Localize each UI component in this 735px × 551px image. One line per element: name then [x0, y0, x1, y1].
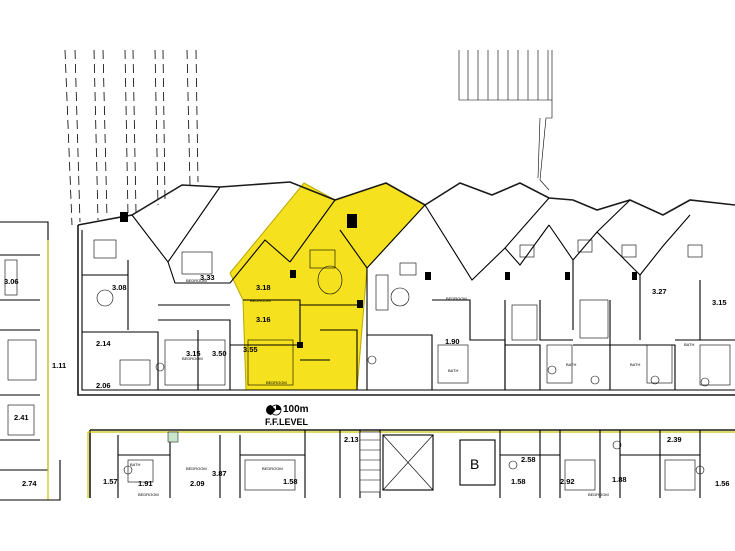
- room-label: BATH: [684, 342, 694, 347]
- lower-block: [87, 429, 735, 498]
- room-label: BEDROOM: [182, 356, 203, 361]
- dim-label: 3.16: [256, 315, 271, 324]
- room-label: BEDROOM: [588, 492, 609, 497]
- level-marker: 100m F.F.LEVEL: [265, 404, 309, 427]
- dim-label: 1.56: [715, 479, 730, 488]
- dim-label: 2.58: [521, 455, 536, 464]
- dim-label: 3.27: [652, 287, 667, 296]
- dim-label: 2.09: [190, 479, 205, 488]
- bed-icon: [164, 339, 226, 386]
- dim-label: 3.15: [712, 298, 727, 307]
- level-name: F.F.LEVEL: [265, 417, 309, 427]
- level-elevation: 100m: [283, 404, 309, 415]
- room-label: BEDROOM: [266, 380, 287, 385]
- dimension-labels-upper: 3.06 3.33 3.08 3.18 3.16 3.55 2.14 3.15 …: [4, 273, 727, 422]
- dim-label: 2.74: [22, 479, 37, 488]
- dim-label: 2.13: [344, 435, 359, 444]
- bed-icon-2: [247, 339, 294, 386]
- stair-core: [382, 434, 434, 491]
- table-icon: [96, 289, 114, 307]
- core-b-box: [459, 439, 496, 486]
- driveway-dashed-lines: [64, 49, 199, 226]
- room-label: BEDROOM: [250, 298, 271, 303]
- room-labels-upper: BEDROOM BEDROOM BEDROOM BEDROOM BEDROOM …: [182, 278, 694, 385]
- upper-interior-walls: [82, 260, 735, 390]
- dim-label: 2.06: [96, 381, 111, 390]
- room-label: BATH: [630, 362, 640, 367]
- dim-label: 2.39: [667, 435, 682, 444]
- room-label: BEDROOM: [262, 466, 283, 471]
- dim-label: 2.92: [560, 477, 575, 486]
- dim-label: 1.58: [511, 477, 526, 486]
- furniture: [93, 212, 731, 387]
- dim-label: 2.14: [96, 339, 111, 348]
- dim-label: 3.50: [212, 349, 227, 358]
- dim-label: 3.18: [256, 283, 271, 292]
- dim-label: 3.06: [4, 277, 19, 286]
- armchair-icon: [93, 239, 117, 259]
- column-marker-2: [120, 212, 128, 222]
- room-label: BATH: [566, 362, 576, 367]
- dim-label: 1.91: [138, 479, 153, 488]
- room-label: BEDROOM: [138, 492, 159, 497]
- dim-label: 1.11: [52, 361, 66, 370]
- room-label: BEDROOM: [186, 278, 207, 283]
- dim-label: 1.57: [103, 477, 118, 486]
- dim-label: 3.15: [186, 349, 201, 358]
- room-labels-lower: BATH BEDROOM BEDROOM BEDROOM BEDROOM: [130, 462, 609, 497]
- room-label: BATH: [448, 368, 458, 373]
- room-label: BEDROOM: [186, 466, 207, 471]
- upper-block-outline: [77, 181, 735, 396]
- toilet-icon: [155, 362, 165, 372]
- column-marker: [347, 214, 357, 228]
- left-units: [0, 221, 61, 501]
- core-label: B: [470, 456, 479, 472]
- room-label: BEDROOM: [446, 296, 467, 301]
- dim-label: 1.90: [445, 337, 460, 346]
- dim-label: 3.33: [200, 273, 215, 282]
- round-table-icon: [390, 287, 410, 307]
- dimension-labels-lower: 2.13 1.91 2.09 1.57 1.58 3.87 1.58 2.92 …: [22, 435, 730, 488]
- dim-label: 3.87: [212, 469, 227, 478]
- dim-label: 3.08: [112, 283, 127, 292]
- parking-bays: [458, 50, 553, 191]
- bed-icon-3: [437, 344, 469, 384]
- dim-label: 1.58: [283, 477, 298, 486]
- dim-label: 1.88: [612, 475, 627, 484]
- dim-label: 2.41: [14, 413, 29, 422]
- dim-label: 3.55: [243, 345, 258, 354]
- room-label: BATH: [130, 462, 140, 467]
